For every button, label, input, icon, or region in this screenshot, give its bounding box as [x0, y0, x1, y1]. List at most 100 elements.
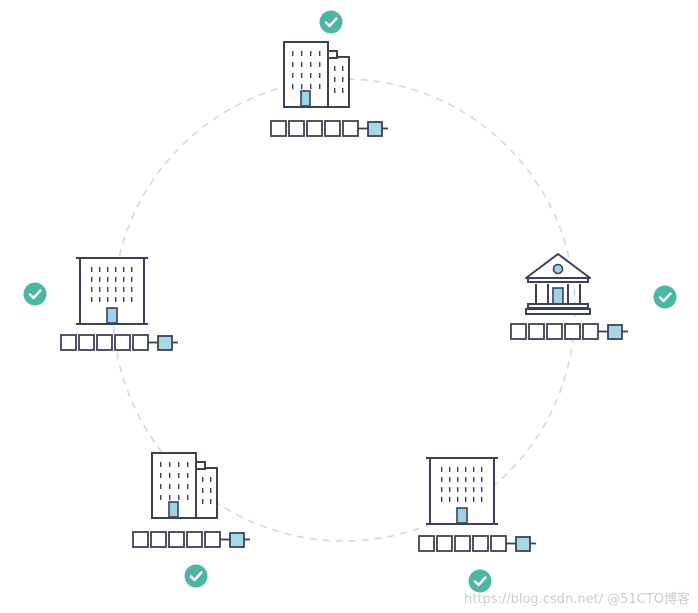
annex-block — [194, 467, 218, 519]
checkmark-icon — [324, 17, 338, 28]
window-mark — [319, 51, 321, 56]
window-mark — [457, 477, 459, 482]
window-mark — [449, 477, 451, 482]
chain-block — [454, 535, 471, 552]
window-mark — [342, 77, 344, 82]
window-mark — [301, 51, 303, 56]
window-mark — [187, 495, 189, 500]
verified-check-icon — [653, 285, 677, 309]
window-mark — [187, 462, 189, 467]
verified-check-icon — [184, 564, 208, 588]
window-mark — [99, 277, 101, 282]
chain-block — [132, 531, 149, 548]
window-mark — [441, 477, 443, 482]
check-badge — [653, 285, 677, 309]
window-mark — [301, 84, 303, 89]
window-mark — [481, 477, 483, 482]
window-mark — [457, 467, 459, 472]
window-mark — [99, 267, 101, 272]
window-mark — [342, 66, 344, 71]
window-mark — [457, 497, 459, 502]
verified-check-icon — [319, 10, 343, 34]
window-mark — [107, 297, 109, 302]
window-mark — [465, 497, 467, 502]
window-mark — [160, 495, 162, 500]
verified-check-icon — [468, 569, 492, 593]
window-mark — [115, 267, 117, 272]
node-bottom-left — [132, 452, 250, 588]
window-mark — [169, 462, 171, 467]
office-building-icon — [76, 257, 148, 325]
window-mark — [473, 477, 475, 482]
window-mark — [91, 267, 93, 272]
node-right — [510, 253, 677, 340]
chain-block — [306, 120, 323, 137]
window-mark — [91, 297, 93, 302]
window-mark — [292, 62, 294, 67]
window-mark — [465, 487, 467, 492]
window-mark — [169, 484, 171, 489]
chain-block — [564, 323, 581, 340]
window-mark — [178, 462, 180, 467]
checkmark-icon — [658, 292, 672, 303]
bank-emblem — [552, 263, 564, 275]
annex-block — [326, 56, 350, 108]
ledger-chain — [270, 120, 388, 137]
check-badge — [468, 569, 492, 593]
window-mark — [131, 267, 133, 272]
window-mark — [481, 467, 483, 472]
chain-block — [418, 535, 435, 552]
watermark: https://blog.csdn.net/ @51CTO博客 — [464, 592, 690, 607]
chain-block — [114, 334, 131, 351]
ledger-chain — [418, 535, 536, 552]
window-mark — [457, 487, 459, 492]
window-mark — [473, 487, 475, 492]
chain-block — [132, 334, 149, 351]
window-mark — [292, 51, 294, 56]
window-mark — [91, 287, 93, 292]
window-mark — [481, 487, 483, 492]
window-mark — [449, 467, 451, 472]
window-mark — [465, 467, 467, 472]
office-tower-icon — [283, 41, 350, 108]
node-top — [270, 10, 388, 137]
window-mark — [210, 499, 212, 504]
window-mark — [473, 497, 475, 502]
window-mark — [131, 287, 133, 292]
window-mark — [115, 297, 117, 302]
window-mark — [123, 267, 125, 272]
window-mark — [301, 62, 303, 67]
window-mark — [342, 88, 344, 93]
window-mark — [334, 77, 336, 82]
window-mark — [465, 477, 467, 482]
check-badge — [319, 10, 343, 34]
check-badge — [184, 564, 208, 588]
window-mark — [292, 84, 294, 89]
chain-block — [436, 535, 453, 552]
window-mark — [160, 473, 162, 478]
window-mark — [310, 84, 312, 89]
office-tower-icon — [151, 452, 218, 519]
node-bottom-right — [418, 457, 536, 593]
window-mark — [202, 499, 204, 504]
window-mark — [334, 88, 336, 93]
window-mark — [310, 73, 312, 78]
window-mark — [473, 467, 475, 472]
window-mark — [99, 287, 101, 292]
chain-block — [510, 323, 527, 340]
chain-block — [78, 334, 95, 351]
bank-icon — [525, 253, 591, 315]
chain-block — [150, 531, 167, 548]
check-badge — [23, 282, 47, 306]
window-mark — [310, 62, 312, 67]
office-building-icon — [426, 457, 498, 525]
bank-step — [527, 303, 589, 309]
window-mark — [107, 267, 109, 272]
bank-base — [525, 308, 591, 315]
door — [300, 90, 311, 107]
window-mark — [210, 488, 212, 493]
window-mark — [481, 497, 483, 502]
door — [106, 307, 118, 324]
